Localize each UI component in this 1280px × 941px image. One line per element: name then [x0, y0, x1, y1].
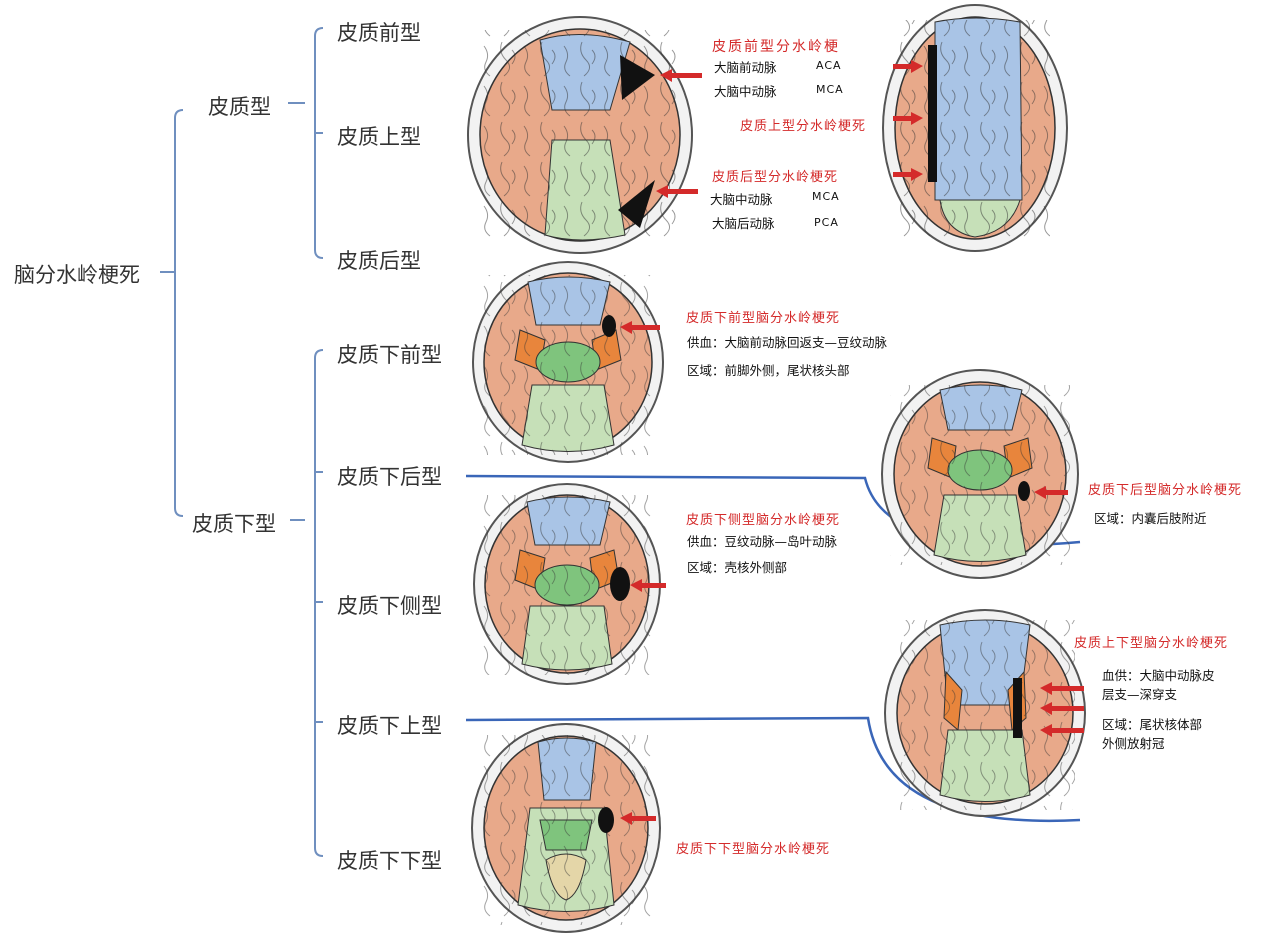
arrow-sub-posterior — [1034, 486, 1068, 499]
sub-posterior-title: 皮质下后型脑分水岭梗死 — [1088, 483, 1243, 498]
arrow-sub-superior-3 — [1040, 724, 1084, 737]
arrow-sub-inferior — [620, 812, 656, 825]
sub-posterior-region: 区域：内囊后肢附近 — [1094, 511, 1207, 526]
arrow-cortical-anterior — [660, 69, 702, 82]
cortical-anterior-label: 皮质前型 — [337, 21, 421, 45]
red-arrows — [620, 60, 1084, 825]
mca-abbr: MCA — [816, 83, 844, 96]
cortical-superior-title: 皮质上型分水岭梗死 — [740, 119, 867, 134]
cortical-anterior-title: 皮质前型分水岭梗 — [712, 39, 840, 55]
sub-anterior-region: 区域：前脚外侧，尾状核头部 — [687, 363, 850, 378]
sub-posterior-label: 皮质下后型 — [337, 465, 442, 489]
brain-sub-posterior — [881, 369, 1079, 579]
cortical-type-label: 皮质型 — [208, 95, 271, 119]
arrow-sub-superior-1 — [1040, 682, 1084, 695]
brain-sub-anterior — [472, 261, 664, 463]
sub-lateral-supply: 供血：豆纹动脉—岛叶动脉 — [687, 534, 838, 549]
tree-lines — [160, 27, 324, 857]
arrow-sub-superior-2 — [1040, 702, 1084, 715]
sub-anterior-label: 皮质下前型 — [337, 343, 442, 367]
sub-lateral-region: 区域：壳核外侧部 — [687, 560, 788, 575]
sub-inferior-label: 皮质下下型 — [337, 849, 442, 873]
arrow-cortical-posterior — [656, 185, 698, 198]
brain-sub-superior — [884, 609, 1086, 817]
arrow-sub-anterior — [620, 321, 660, 334]
sub-superior-supply-2: 层支—深穿支 — [1102, 687, 1178, 702]
pca-name: 大脑后动脉 — [712, 216, 775, 231]
brain-cortical-superior — [882, 4, 1068, 252]
sub-inferior-title: 皮质下下型脑分水岭梗死 — [676, 842, 831, 857]
sub-lateral-title: 皮质下侧型脑分水岭梗死 — [686, 513, 841, 528]
sub-anterior-supply: 供血：大脑前动脉回返支—豆纹动脉 — [687, 335, 888, 350]
aca-name: 大脑前动脉 — [714, 60, 777, 75]
arrow-sub-lateral — [630, 579, 666, 592]
cortical-posterior-title: 皮质后型分水岭梗死 — [712, 170, 839, 185]
brain-cortical-axial — [467, 16, 693, 254]
aca-abbr: ACA — [816, 59, 842, 72]
cortical-posterior-label: 皮质后型 — [337, 249, 421, 273]
subcortical-type-label: 皮质下型 — [192, 512, 276, 536]
sub-lateral-label: 皮质下侧型 — [337, 594, 442, 618]
sub-superior-label: 皮质下上型 — [337, 714, 442, 738]
sub-anterior-title: 皮质下前型脑分水岭梗死 — [686, 311, 841, 326]
sub-superior-title: 皮质上下型脑分水岭梗死 — [1074, 636, 1229, 651]
pca-abbr: PCA — [814, 216, 839, 229]
mca-name-2: 大脑中动脉 — [710, 192, 773, 207]
sub-superior-region-1: 区域：尾状核体部 — [1102, 717, 1203, 732]
mca-abbr-2: MCA — [812, 190, 840, 203]
brain-sub-inferior — [471, 723, 661, 933]
mca-name: 大脑中动脉 — [714, 84, 777, 99]
cortical-superior-label: 皮质上型 — [337, 125, 421, 149]
root-label: 脑分水岭梗死 — [14, 263, 140, 287]
arrow-cortical-superior-1 — [893, 60, 923, 73]
arrow-cortical-superior-3 — [893, 168, 923, 181]
sub-superior-supply-1: 血供：大脑中动脉皮 — [1102, 668, 1215, 683]
sub-superior-region-2: 外侧放射冠 — [1102, 736, 1165, 751]
arrow-cortical-superior-2 — [893, 112, 923, 125]
